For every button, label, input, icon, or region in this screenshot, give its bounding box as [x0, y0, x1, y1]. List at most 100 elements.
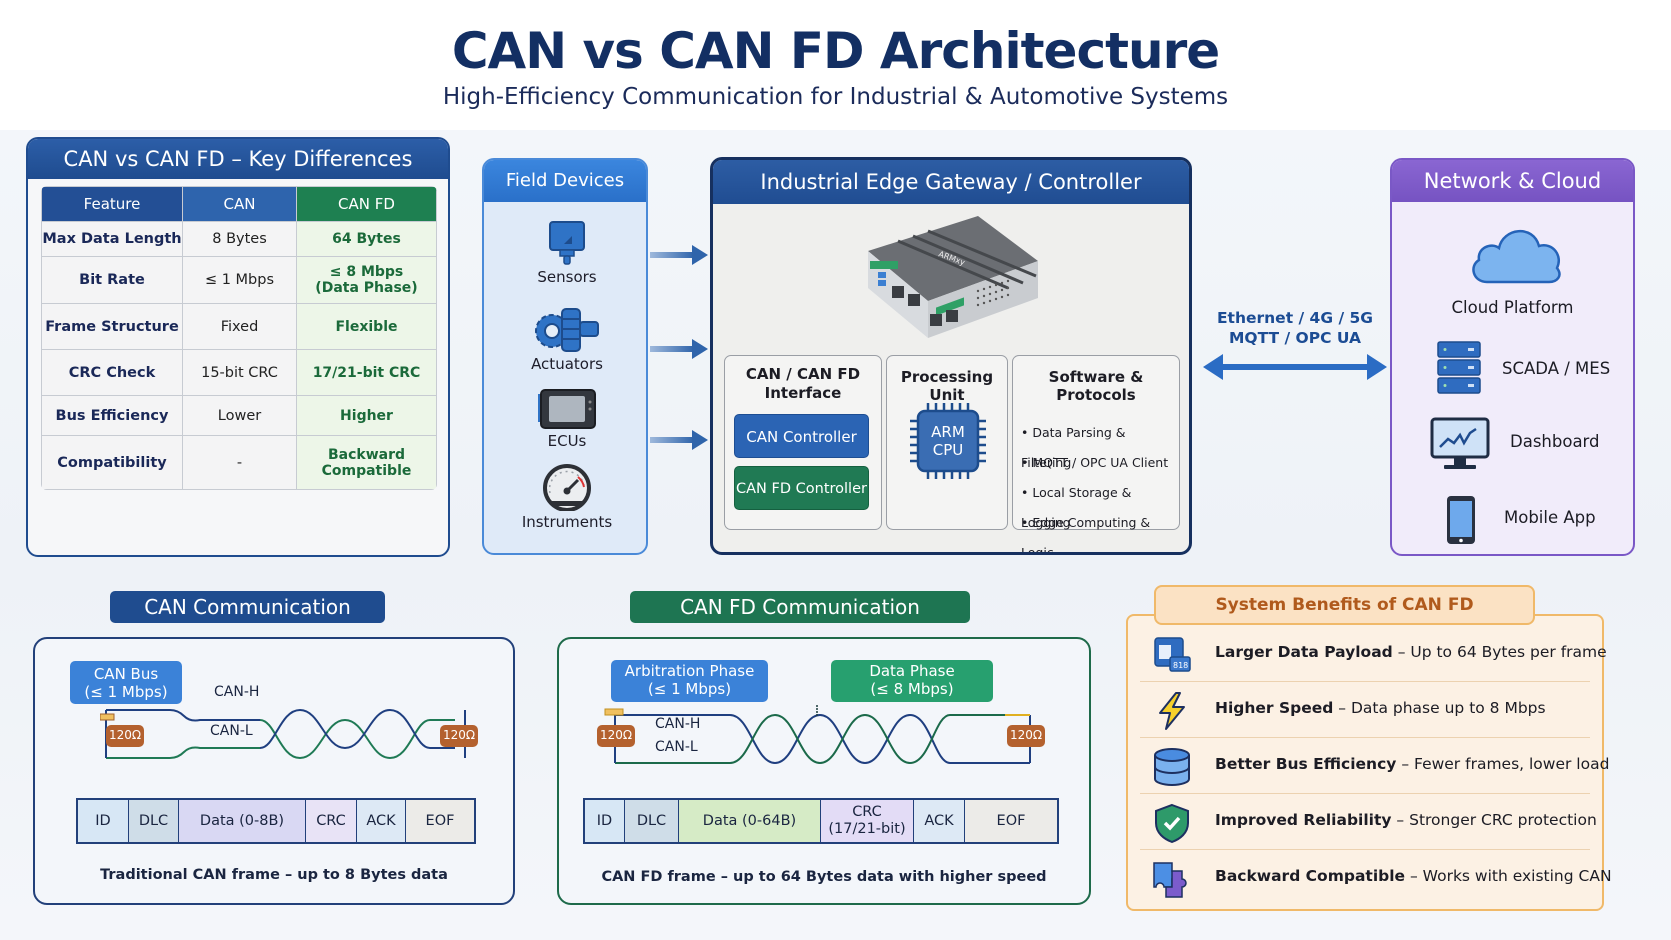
benefit-item: Higher Speed – Data phase up to 8 Mbps — [1140, 682, 1590, 738]
page-subtitle: High-Efficiency Communication for Indust… — [442, 84, 1229, 110]
page-title: CAN vs CAN FD Architecture — [451, 22, 1220, 80]
network-cloud-title: Network & Cloud — [1392, 160, 1633, 202]
arbitration-line2: (≤ 1 Mbps) — [647, 680, 732, 698]
canfd-cell: Higher — [296, 395, 437, 436]
processing-unit-box: Processing Unit ARM CPU — [886, 355, 1008, 530]
benefit-text: Larger Data Payload – Up to 64 Bytes per… — [1215, 643, 1607, 661]
canfd-cell-line2: (Data Phase) — [315, 280, 418, 296]
can-cell: 8 Bytes — [182, 221, 297, 257]
dashboard-label: Dashboard — [1510, 432, 1600, 451]
can-bus-line2: (≤ 1 Mbps) — [84, 683, 168, 701]
can-cell: Lower — [182, 395, 297, 436]
can-frame-caption: Traditional CAN frame – up to 8 Bytes da… — [100, 867, 448, 883]
device-label: Sensors — [537, 268, 597, 286]
canfd-communication-panel — [557, 637, 1091, 905]
benefit-text: Improved Reliability – Stronger CRC prot… — [1215, 811, 1597, 829]
software-item-text: Data Parsing & Filtering — [1021, 425, 1126, 470]
frame-field-data: Data (0-8B) — [179, 800, 306, 842]
frame-field-eof: EOF — [965, 800, 1057, 842]
arrow-right-icon — [650, 339, 708, 359]
table-row: Bus Efficiency Lower Higher — [41, 395, 437, 436]
interface-title: CAN / CAN FD Interface — [725, 365, 881, 403]
benefit-desc: – Up to 64 Bytes per frame — [1392, 643, 1607, 661]
ecu-icon — [538, 389, 596, 429]
cpu-label: ARM CPU — [887, 423, 1009, 459]
column-header-feature: Feature — [41, 186, 183, 222]
smartphone-icon — [1447, 496, 1475, 544]
frame-field-dlc: DLC — [129, 800, 179, 842]
canfd-cell: ≤ 8 Mbps(Data Phase) — [296, 256, 437, 304]
canfd-cell-line1: Backward — [327, 446, 406, 463]
resistor-left: 120Ω — [106, 725, 144, 747]
benefit-item: Backward Compatible – Works with existin… — [1140, 850, 1612, 906]
benefit-text: Higher Speed – Data phase up to 8 Mbps — [1215, 699, 1546, 717]
benefit-bold: Higher Speed — [1215, 699, 1334, 717]
canfd-frame-caption: CAN FD frame – up to 64 Bytes data with … — [601, 869, 1047, 885]
can-cell: - — [182, 435, 297, 490]
arbitration-line1: Arbitration Phase — [624, 662, 755, 680]
sensor-icon — [549, 221, 585, 265]
resistor-left: 120Ω — [597, 725, 635, 747]
device-sensors: Sensors — [484, 220, 646, 286]
table-row: Max Data Length 8 Bytes 64 Bytes — [41, 221, 437, 257]
feature-cell: Max Data Length — [41, 221, 183, 257]
canfd-controller-block: CAN FD Controller — [734, 466, 869, 510]
software-item-text: Edge Computing & Logic — [1021, 515, 1151, 555]
software-title: Software & Protocols — [1048, 368, 1144, 404]
device-label: Actuators — [531, 355, 603, 373]
benefit-bold: Larger Data Payload — [1215, 643, 1393, 661]
can-interface-box: CAN / CAN FD Interface CAN Controller CA… — [724, 355, 882, 530]
frame-field-crc: CRC (17/21-bit) — [821, 800, 914, 842]
cloud-platform-label: Cloud Platform — [1451, 298, 1574, 317]
frame-field-ack: ACK — [914, 800, 965, 842]
network-link-label: Ethernet / 4G / 5G MQTT / OPC UA — [1205, 308, 1385, 348]
canfd-bus-twisted-pair — [604, 705, 1031, 765]
can-cell: ≤ 1 Mbps — [182, 256, 297, 304]
frame-field-id: ID — [78, 800, 129, 842]
column-header-can: CAN — [182, 186, 297, 222]
gateway-title: Industrial Edge Gateway / Controller — [713, 160, 1189, 204]
table-header-row: Feature CAN CAN FD — [41, 186, 437, 222]
cpu-label-line1: ARM — [931, 423, 965, 441]
cloud-icon — [1472, 229, 1561, 284]
frame-field-ack: ACK — [357, 800, 406, 842]
server-icon — [1437, 341, 1481, 394]
actuator-icon — [535, 308, 599, 352]
device-ecus: ECUs — [484, 388, 646, 450]
canfd-cell: 64 Bytes — [296, 221, 437, 257]
device-label: Instruments — [521, 513, 613, 531]
key-differences-panel: CAN vs CAN FD – Key Differences Feature … — [26, 137, 450, 557]
can-cell: Fixed — [182, 303, 297, 350]
benefits-panel — [1126, 614, 1604, 911]
table-row: Bit Rate ≤ 1 Mbps ≤ 8 Mbps(Data Phase) — [41, 256, 437, 304]
crc-line2: (17/21-bit) — [828, 821, 906, 837]
lightning-icon — [1159, 692, 1185, 730]
frame-field-dlc: DLC — [625, 800, 679, 842]
feature-cell: Frame Structure — [41, 303, 183, 350]
benefit-bold: Improved Reliability — [1215, 811, 1392, 829]
benefit-desc: – Stronger CRC protection — [1391, 811, 1597, 829]
svg-text:818: 818 — [1173, 661, 1188, 670]
feature-cell: Bus Efficiency — [41, 395, 183, 436]
scada-mes-label: SCADA / MES — [1502, 359, 1611, 378]
database-icon — [1154, 748, 1190, 786]
benefit-desc: – Fewer frames, lower load — [1396, 755, 1610, 773]
can-controller-block: CAN Controller — [734, 414, 869, 458]
canfd-frame-diagram: ID DLC Data (0-64B) CRC (17/21-bit) ACK … — [583, 798, 1059, 844]
device-label: ECUs — [547, 432, 587, 450]
frame-field-id: ID — [585, 800, 625, 842]
puzzle-icon — [1153, 862, 1187, 898]
field-devices-title: Field Devices — [484, 160, 646, 202]
software-item: • Data Parsing & Filtering — [1021, 425, 1126, 470]
gateway-panel: Industrial Edge Gateway / Controller ARM… — [710, 157, 1192, 555]
can-bus-line1: CAN Bus — [93, 665, 159, 683]
can-bus-twisted-pair — [100, 708, 466, 760]
processing-title: Processing Unit — [900, 368, 994, 404]
cpu-label-line2: CPU — [932, 441, 964, 459]
link-line1: Ethernet / 4G / 5G — [1216, 309, 1374, 327]
benefit-item: Better Bus Efficiency – Fewer frames, lo… — [1140, 738, 1609, 794]
benefits-title: System Benefits of CAN FD — [1154, 585, 1535, 625]
software-protocols-box: Software & Protocols • Data Parsing & Fi… — [1012, 355, 1180, 552]
